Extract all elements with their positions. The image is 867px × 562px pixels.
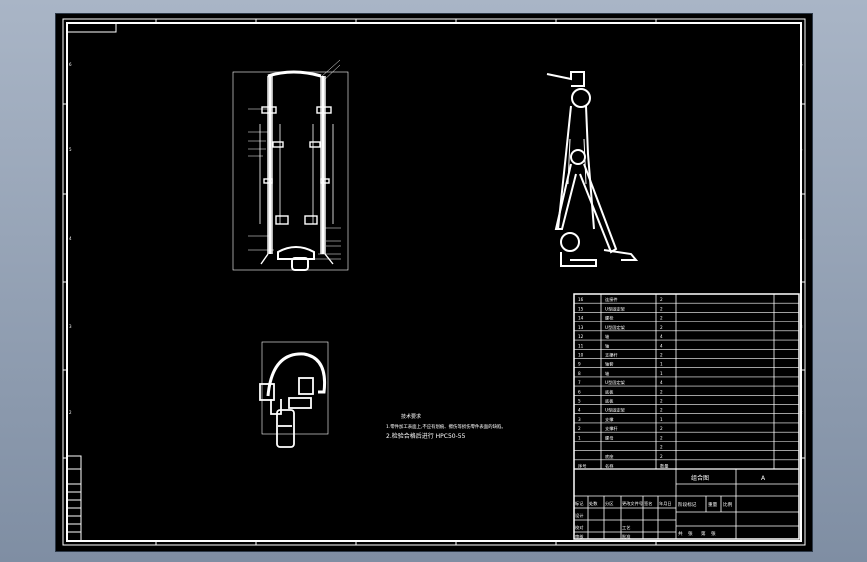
bom-cell: 3 <box>578 417 581 422</box>
bom-cell: 1 <box>660 371 663 376</box>
bom-cell: 13 <box>578 325 584 330</box>
bom-cell: 2 <box>660 352 663 357</box>
bom-cell: 16 <box>578 297 584 302</box>
bom-cell: 2 <box>660 297 663 302</box>
role-review: 审核 <box>575 533 584 540</box>
title-block <box>573 293 800 540</box>
svg-text:6: 6 <box>800 62 803 67</box>
bom-cell: 4 <box>660 343 663 348</box>
bom-cell: 2 <box>660 389 663 394</box>
svg-text:3: 3 <box>69 324 72 329</box>
side-view <box>546 71 639 267</box>
technical-notes: 技术要求 1.零件加工表面上,不应有划痕、擦伤等损伤零件表面的缺陷。 2.检验合… <box>386 413 506 440</box>
sheet-number-unit: 张 <box>711 530 716 537</box>
outer-border <box>62 18 806 546</box>
weight-label: 重量 <box>708 501 718 508</box>
bom-cell: U型固定架 <box>605 379 625 386</box>
bom-cell: 1 <box>578 435 581 440</box>
bom-cell: 底座 <box>605 453 613 460</box>
bom-cell: 1 <box>660 362 663 367</box>
bom-cell: 15 <box>578 306 584 311</box>
svg-text:4: 4 <box>800 236 803 241</box>
svg-text:5: 5 <box>69 147 72 152</box>
title-cell: 组合图 <box>691 474 709 482</box>
role-approve: 批准 <box>622 533 630 540</box>
bom-cell: 14 <box>578 316 584 321</box>
stage-label: 阶段标记 <box>678 501 697 508</box>
svg-text:6: 6 <box>69 62 72 67</box>
bom-cell: 1 <box>660 417 663 422</box>
bom-header-cell: 名称 <box>605 463 613 470</box>
bom-cell: 2 <box>660 408 663 413</box>
bom-cell: 2 <box>660 306 663 311</box>
bom-cell: 2 <box>660 445 663 450</box>
bom-cell: 支撑杆 <box>605 351 618 358</box>
bom-cell: 螺栓 <box>605 315 614 322</box>
hdr-mark: 标记 <box>575 500 584 507</box>
cad-viewport[interactable]: 6 5 4 3 2 6 5 4 3 2 <box>55 13 813 552</box>
bom-cell: 轴 <box>605 370 609 377</box>
bom-cell: 10 <box>578 352 584 357</box>
role-process: 工艺 <box>622 525 630 530</box>
bom-cell: 连接件 <box>605 296 618 303</box>
bom-cell: 4 <box>660 334 663 339</box>
bom-cell: U型固定架 <box>605 324 625 331</box>
hdr-zone: 分区 <box>605 500 613 507</box>
notes-heading: 技术要求 <box>401 413 421 420</box>
hdr-count: 处数 <box>589 500 598 507</box>
bom-cell: 底板 <box>605 388 614 395</box>
bom-cell: 11 <box>578 343 584 348</box>
bom-cell: 12 <box>578 334 584 339</box>
sheet-total-unit: 张 <box>688 530 693 537</box>
bom-cell: 7 <box>578 380 581 385</box>
hdr-sign: 签名 <box>644 500 652 507</box>
side-mark: A <box>761 475 766 482</box>
svg-text:2: 2 <box>800 410 803 415</box>
bom-cell: 5 <box>578 399 581 404</box>
role-check: 校对 <box>575 524 583 531</box>
inner-border <box>66 22 802 542</box>
svg-text:4: 4 <box>69 236 72 241</box>
bom-cell: U型固定架 <box>605 305 625 312</box>
bom-cell: U型固定架 <box>605 407 625 414</box>
svg-text:2: 2 <box>69 410 72 415</box>
bom-cell: 2 <box>660 426 663 431</box>
bom-cell: 2 <box>660 435 663 440</box>
bom-cell: 轴套 <box>605 361 614 368</box>
bom-header-cell: 序号 <box>578 463 586 470</box>
bom-cell: 支撑杆 <box>605 425 618 432</box>
bom-cell: 2 <box>578 426 581 431</box>
svg-text:5: 5 <box>800 147 803 152</box>
front-view <box>232 59 349 271</box>
sheet-number: 第 <box>701 530 706 537</box>
bom-cell: 底板 <box>605 398 614 405</box>
bom-cell: 2 <box>660 325 663 330</box>
title-texts: 组合图 A 阶段标记 重量 比例 共 张 第 张 标记 处数 分区 更改文件号 … <box>575 474 766 540</box>
bom-cell: 4 <box>660 380 663 385</box>
notes-line-2: 2.检验合格后进行 HPC50-55 <box>386 432 466 440</box>
bom-cell: 6 <box>578 389 581 394</box>
bom-cell: 4 <box>578 408 581 413</box>
scale-label: 比例 <box>723 501 733 508</box>
drawing-sheet: 6 5 4 3 2 6 5 4 3 2 <box>62 18 806 546</box>
bom-cell: 2 <box>660 316 663 321</box>
bom-cell: 2 <box>660 399 663 404</box>
notes-line-1: 1.零件加工表面上,不应有划痕、擦伤等损伤零件表面的缺陷。 <box>386 423 506 430</box>
bom-cell: 8 <box>578 371 581 376</box>
hdr-date: 年月日 <box>659 500 672 507</box>
bom-cell: 轴 <box>605 333 609 340</box>
svg-text:3: 3 <box>800 324 803 329</box>
bom-cell: 2 <box>660 454 663 459</box>
bom-cell: 轴 <box>605 342 609 349</box>
role-design: 设计 <box>575 512 583 519</box>
bom-cell: 9 <box>578 362 581 367</box>
hdr-docno: 更改文件号 <box>622 500 643 507</box>
bom-header-cell: 数量 <box>660 463 668 470</box>
detail-view <box>259 341 329 448</box>
bom-cell: 螺母 <box>605 434 613 441</box>
bom-cell: 支撑 <box>605 416 614 423</box>
sheet-total: 共 <box>678 530 683 537</box>
